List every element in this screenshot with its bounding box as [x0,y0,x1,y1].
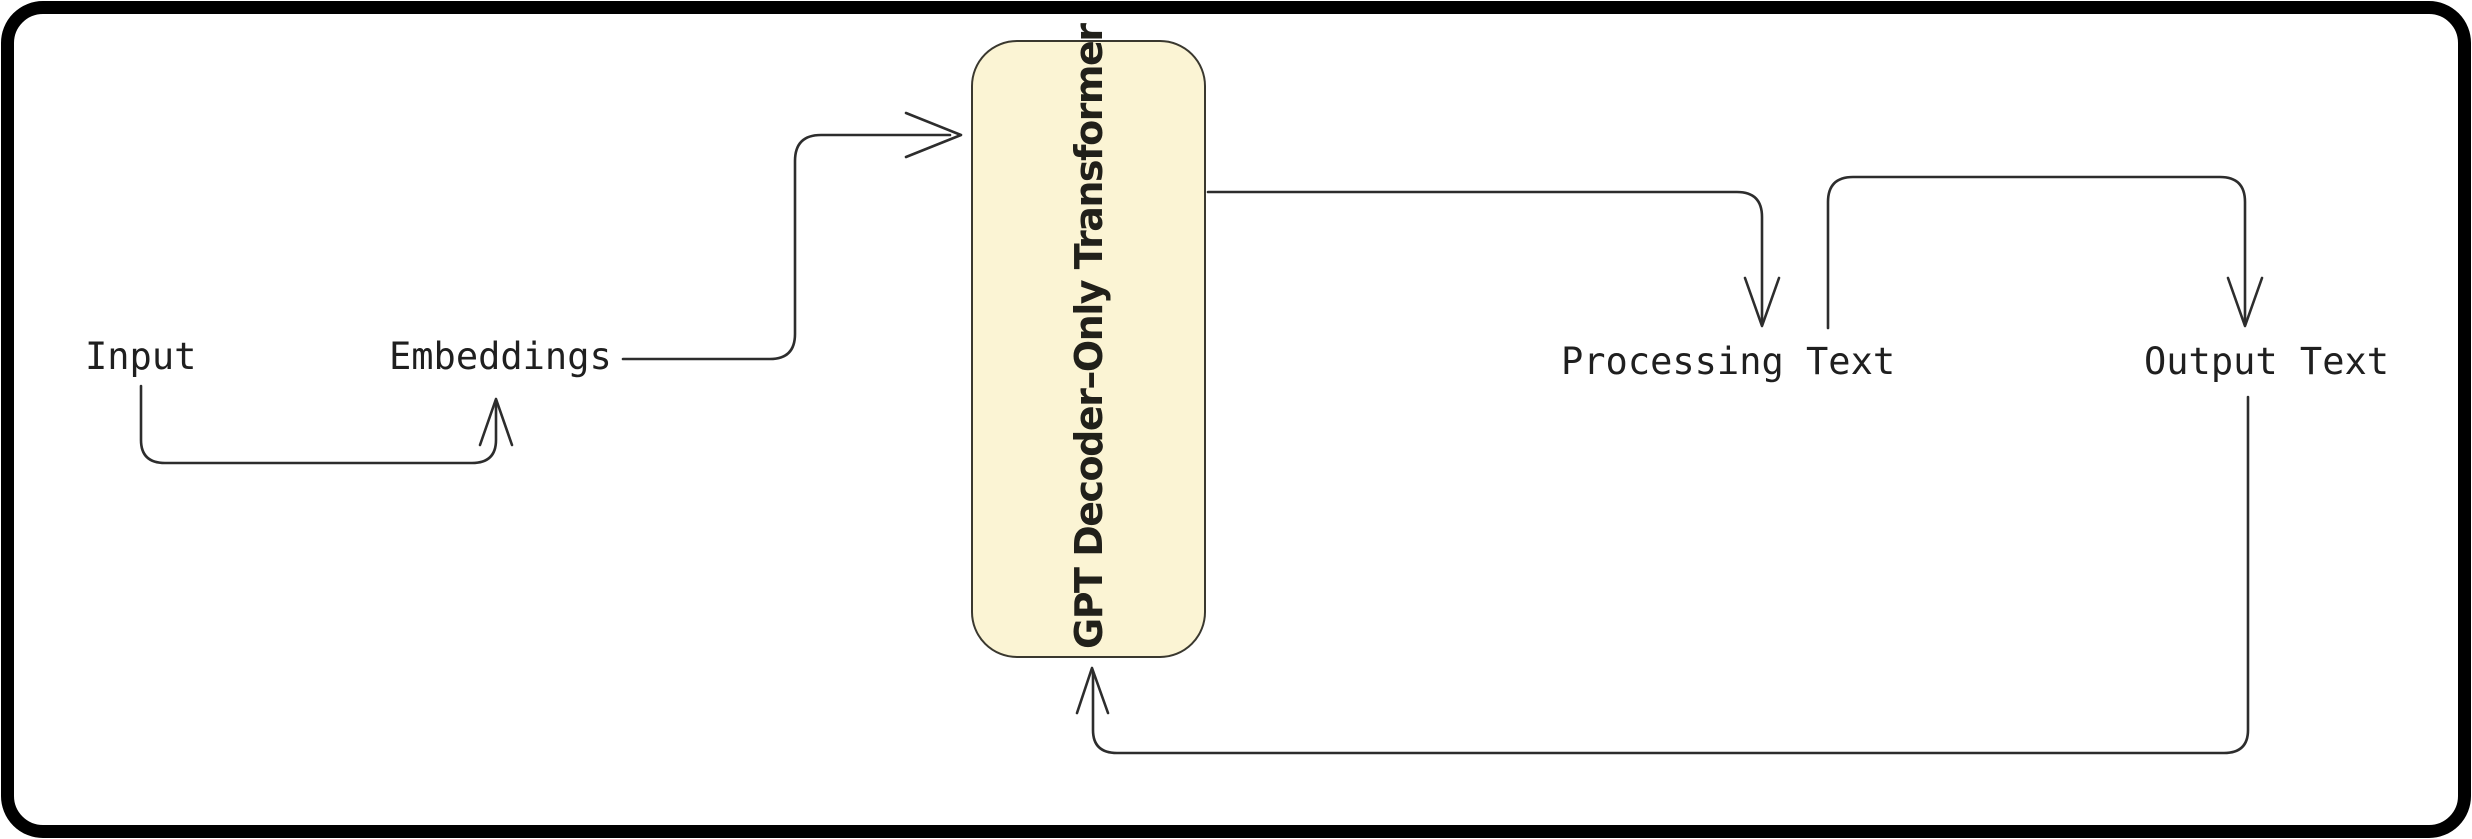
arrowhead-down-processing [1743,276,1781,328]
node-embeddings-label: Embeddings [389,335,612,378]
node-output-label: Output Text [2144,340,2390,383]
arrowhead-up-embeddings [478,397,514,447]
edge-input-to-embeddings [139,384,514,465]
arrowhead-down-output [2226,276,2264,328]
edge-processing-to-output [1826,175,2264,330]
edge-embeddings-to-transformer [621,111,963,361]
arrowhead-right-transformer [904,111,963,159]
node-transformer-label: GPT Decoder–Only Transformer [1066,24,1111,649]
node-transformer-box: GPT Decoder–Only Transformer [971,24,1206,658]
edge-transformer-to-processing [1206,190,1781,328]
edge-output-to-transformer [1075,395,2250,755]
node-input-label: Input [85,335,197,378]
node-processing-label: Processing Text [1561,340,1896,383]
arrowhead-up-transformer [1075,666,1110,715]
